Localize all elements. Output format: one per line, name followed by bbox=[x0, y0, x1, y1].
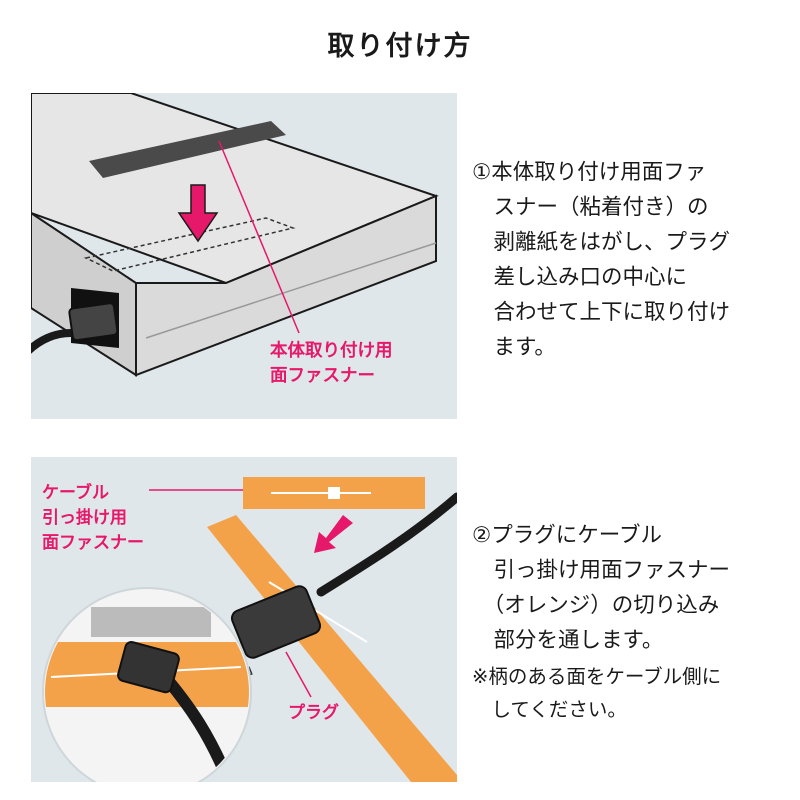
step2-description: ②プラグにケーブル 引っ掛け用面ファスナー （オレンジ）の切り込み 部分を通しま… bbox=[472, 523, 731, 653]
down-left-arrow-icon bbox=[314, 515, 353, 553]
step1-description: ①本体取り付け用面ファ スナー（粘着付き）の 剥離紙をはがし、プラグ 差し込み口… bbox=[472, 160, 731, 360]
down-arrow-icon bbox=[177, 184, 219, 243]
step2-note: ※柄のある面をケーブル側に してください。 bbox=[472, 665, 722, 721]
step2-illustration bbox=[31, 457, 457, 782]
gray-fastener-strip bbox=[89, 121, 286, 178]
plug-fastener-illustration bbox=[42, 477, 457, 782]
power-strip-illustration bbox=[31, 93, 439, 377]
page-title: 取り付け方 bbox=[327, 31, 473, 62]
body-fastener-label: 本体取り付け用 面ファスナー bbox=[270, 341, 393, 386]
cable-fastener-label: ケーブル 引っ掛け用 面ファスナー bbox=[42, 483, 144, 553]
step1-illustration bbox=[31, 93, 457, 419]
plug-label: プラグ bbox=[288, 703, 339, 723]
